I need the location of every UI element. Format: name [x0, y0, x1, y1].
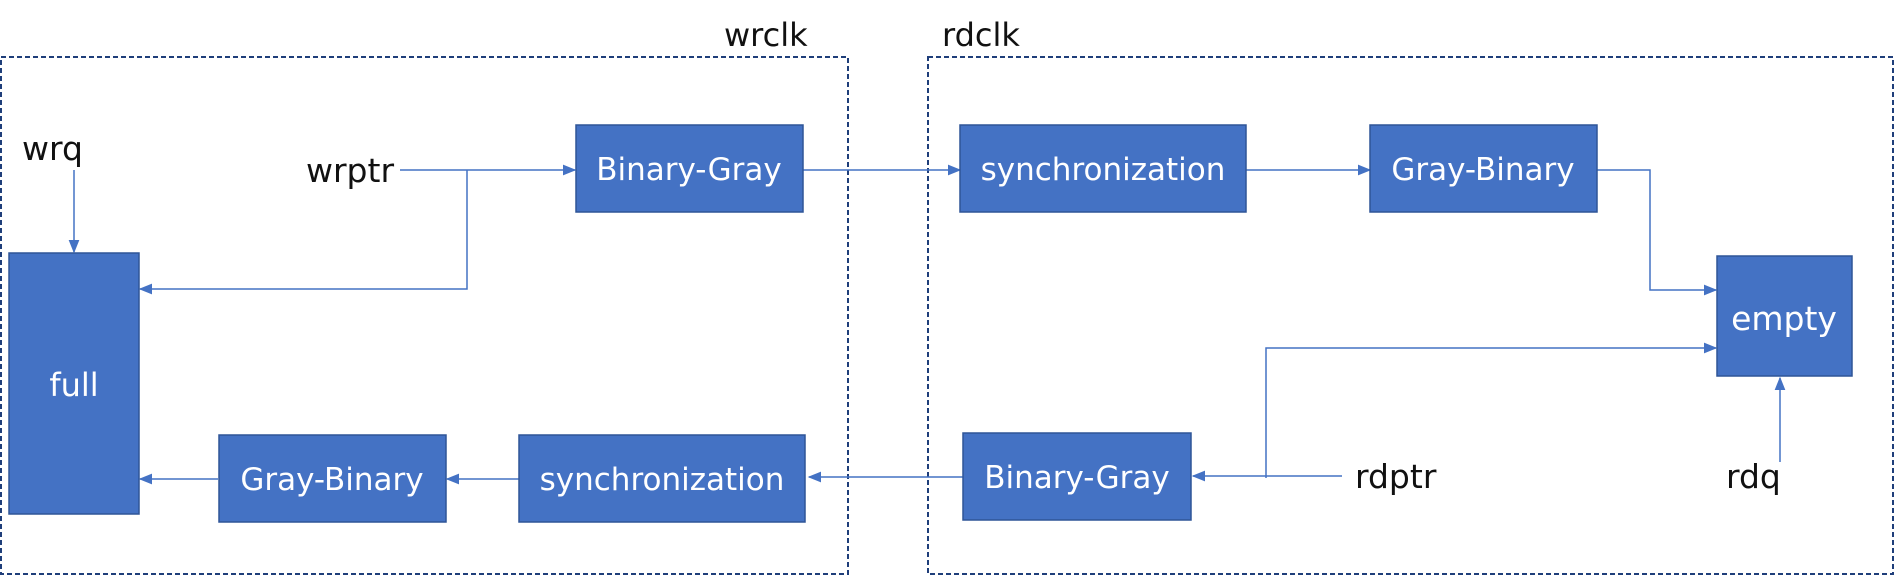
wrptr-label: wrptr	[306, 151, 394, 190]
wrptr-to-full-arrow	[138, 170, 468, 295]
read-clock-domain	[927, 56, 1894, 575]
write-binary-gray-block: Binary-Gray	[575, 124, 804, 213]
write-gray-binary-block: Gray-Binary	[218, 434, 447, 523]
write-binary-gray-label: Binary-Gray	[596, 152, 782, 188]
connectors	[68, 164, 1786, 485]
read-clock-label: rdclk	[942, 16, 1020, 54]
write-clock-label: wrclk	[724, 16, 808, 54]
empty-block: empty	[1716, 255, 1853, 377]
read-binary-gray-label: Binary-Gray	[984, 460, 1170, 496]
read-gb-to-empty-arrow	[1597, 169, 1718, 296]
full-block: full	[8, 252, 140, 515]
read-gray-binary-label: Gray-Binary	[1391, 152, 1574, 188]
rdptr-to-empty-arrow	[1265, 342, 1718, 478]
wrq-label: wrq	[22, 129, 83, 168]
write-synchronization-label: synchronization	[540, 462, 785, 498]
empty-block-label: empty	[1731, 299, 1837, 338]
full-block-label: full	[49, 366, 98, 404]
read-gray-binary-block: Gray-Binary	[1369, 124, 1598, 213]
rdq-label: rdq	[1726, 457, 1781, 496]
read-synchronization-label: synchronization	[981, 152, 1226, 188]
write-clock-domain	[0, 56, 849, 575]
read-binary-gray-block: Binary-Gray	[962, 432, 1192, 521]
write-gray-binary-label: Gray-Binary	[240, 462, 423, 498]
write-synchronization-block: synchronization	[518, 434, 806, 523]
rdptr-label: rdptr	[1355, 457, 1437, 496]
read-synchronization-block: synchronization	[959, 124, 1247, 213]
